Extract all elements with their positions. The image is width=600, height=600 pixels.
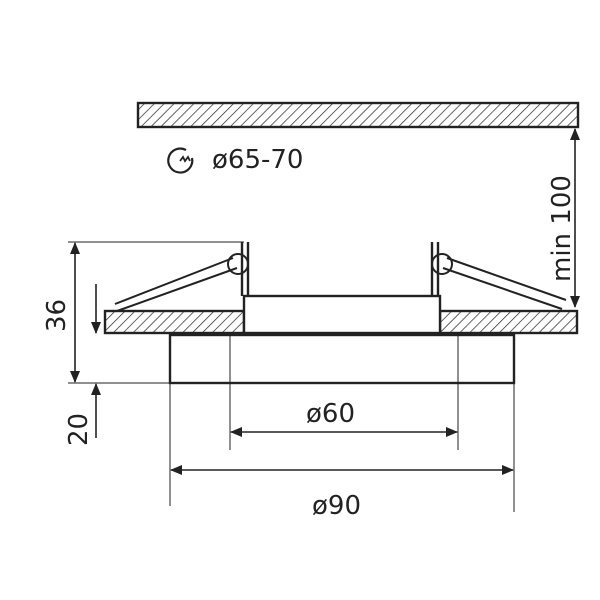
upper-ceiling-slab bbox=[136, 101, 580, 129]
hole-saw-icon bbox=[167, 147, 194, 174]
fixture-inner-body bbox=[242, 294, 442, 335]
total-height-label: 36 bbox=[42, 299, 72, 332]
min-clearance-label: min 100 bbox=[547, 175, 577, 282]
left-spring-clip bbox=[114, 242, 250, 312]
inner-diameter-label: ø60 bbox=[306, 399, 355, 429]
fixture-outer-rim bbox=[168, 333, 516, 385]
ceiling-board-left bbox=[103, 309, 246, 335]
cutout-diameter-label: ø65-70 bbox=[212, 145, 303, 175]
right-spring-clip bbox=[430, 242, 567, 310]
ceiling-board-right bbox=[438, 309, 579, 335]
below-ceiling-label: 20 bbox=[64, 413, 94, 446]
outer-diameter-label: ø90 bbox=[312, 491, 361, 521]
